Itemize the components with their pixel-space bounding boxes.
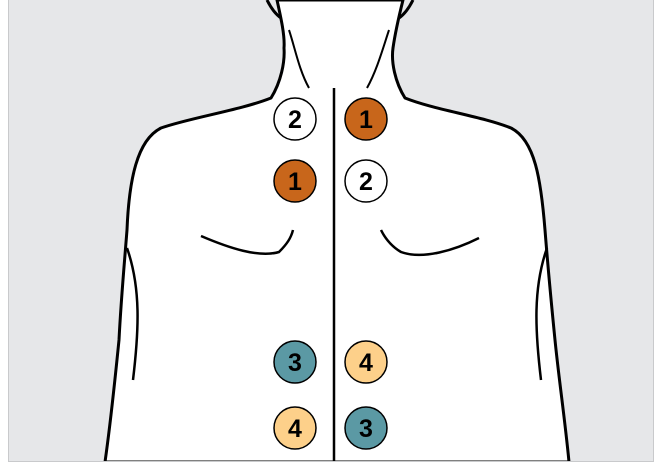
diagram-frame: 2 1 1 2 3 4 4 3: [8, 0, 654, 462]
marker-right-bottom: 3: [345, 407, 387, 449]
marker-right-mid: 2: [345, 160, 387, 202]
marker-left-upper-label: 2: [288, 106, 302, 134]
marker-left-lower: 3: [274, 341, 316, 383]
marker-right-bottom-label: 3: [359, 415, 373, 443]
marker-left-lower-label: 3: [288, 349, 302, 377]
marker-left-mid-label: 1: [288, 168, 302, 196]
marker-left-bottom: 4: [274, 407, 316, 449]
marker-right-lower-label: 4: [359, 349, 373, 377]
marker-right-upper: 1: [345, 98, 387, 140]
marker-right-lower: 4: [345, 341, 387, 383]
torso-outline: [105, 0, 569, 462]
marker-left-bottom-label: 4: [288, 415, 302, 443]
torso-diagram: 2 1 1 2 3 4 4 3: [9, 0, 654, 462]
marker-right-mid-label: 2: [359, 168, 373, 196]
marker-left-mid: 1: [274, 160, 316, 202]
marker-right-upper-label: 1: [359, 106, 373, 134]
marker-left-upper: 2: [274, 98, 316, 140]
